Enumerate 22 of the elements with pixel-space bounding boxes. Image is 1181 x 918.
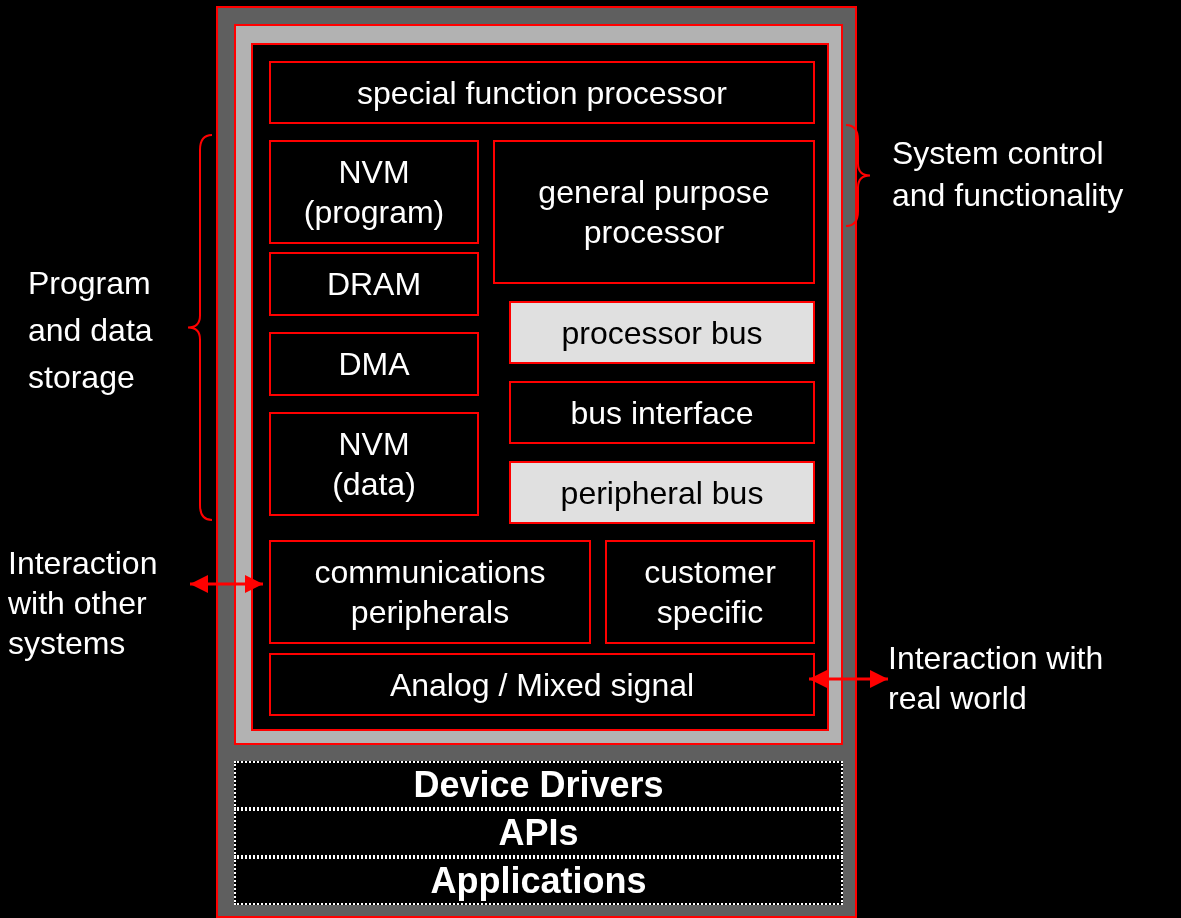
group-label: Program and data storage (28, 264, 154, 397)
description-text: Interaction with real world (888, 639, 1105, 718)
bus-box: peripheral bus (509, 461, 815, 524)
component-box: NVM (data) (269, 412, 479, 516)
component-box: NVM (program) (269, 140, 479, 244)
component-box: Analog / Mixed signal (269, 653, 815, 716)
component-box: general purpose processor (493, 140, 815, 284)
group-label: System control and functionality (892, 134, 1125, 215)
software-layer: APIs (234, 809, 843, 857)
component-box: DMA (269, 332, 479, 396)
component-box: customer specific (605, 540, 815, 644)
double-arrow (809, 670, 888, 688)
double-arrow (190, 575, 263, 593)
component-box: bus interface (509, 381, 815, 444)
outer-panel (216, 6, 857, 918)
bus-box: processor bus (509, 301, 815, 364)
component-box: special function processor (269, 61, 815, 124)
component-box: DRAM (269, 252, 479, 316)
component-box: communications peripherals (269, 540, 591, 644)
software-layer: Device Drivers (234, 761, 843, 809)
description-text: Interaction with other systems (8, 544, 159, 663)
software-layer: Applications (234, 857, 843, 905)
